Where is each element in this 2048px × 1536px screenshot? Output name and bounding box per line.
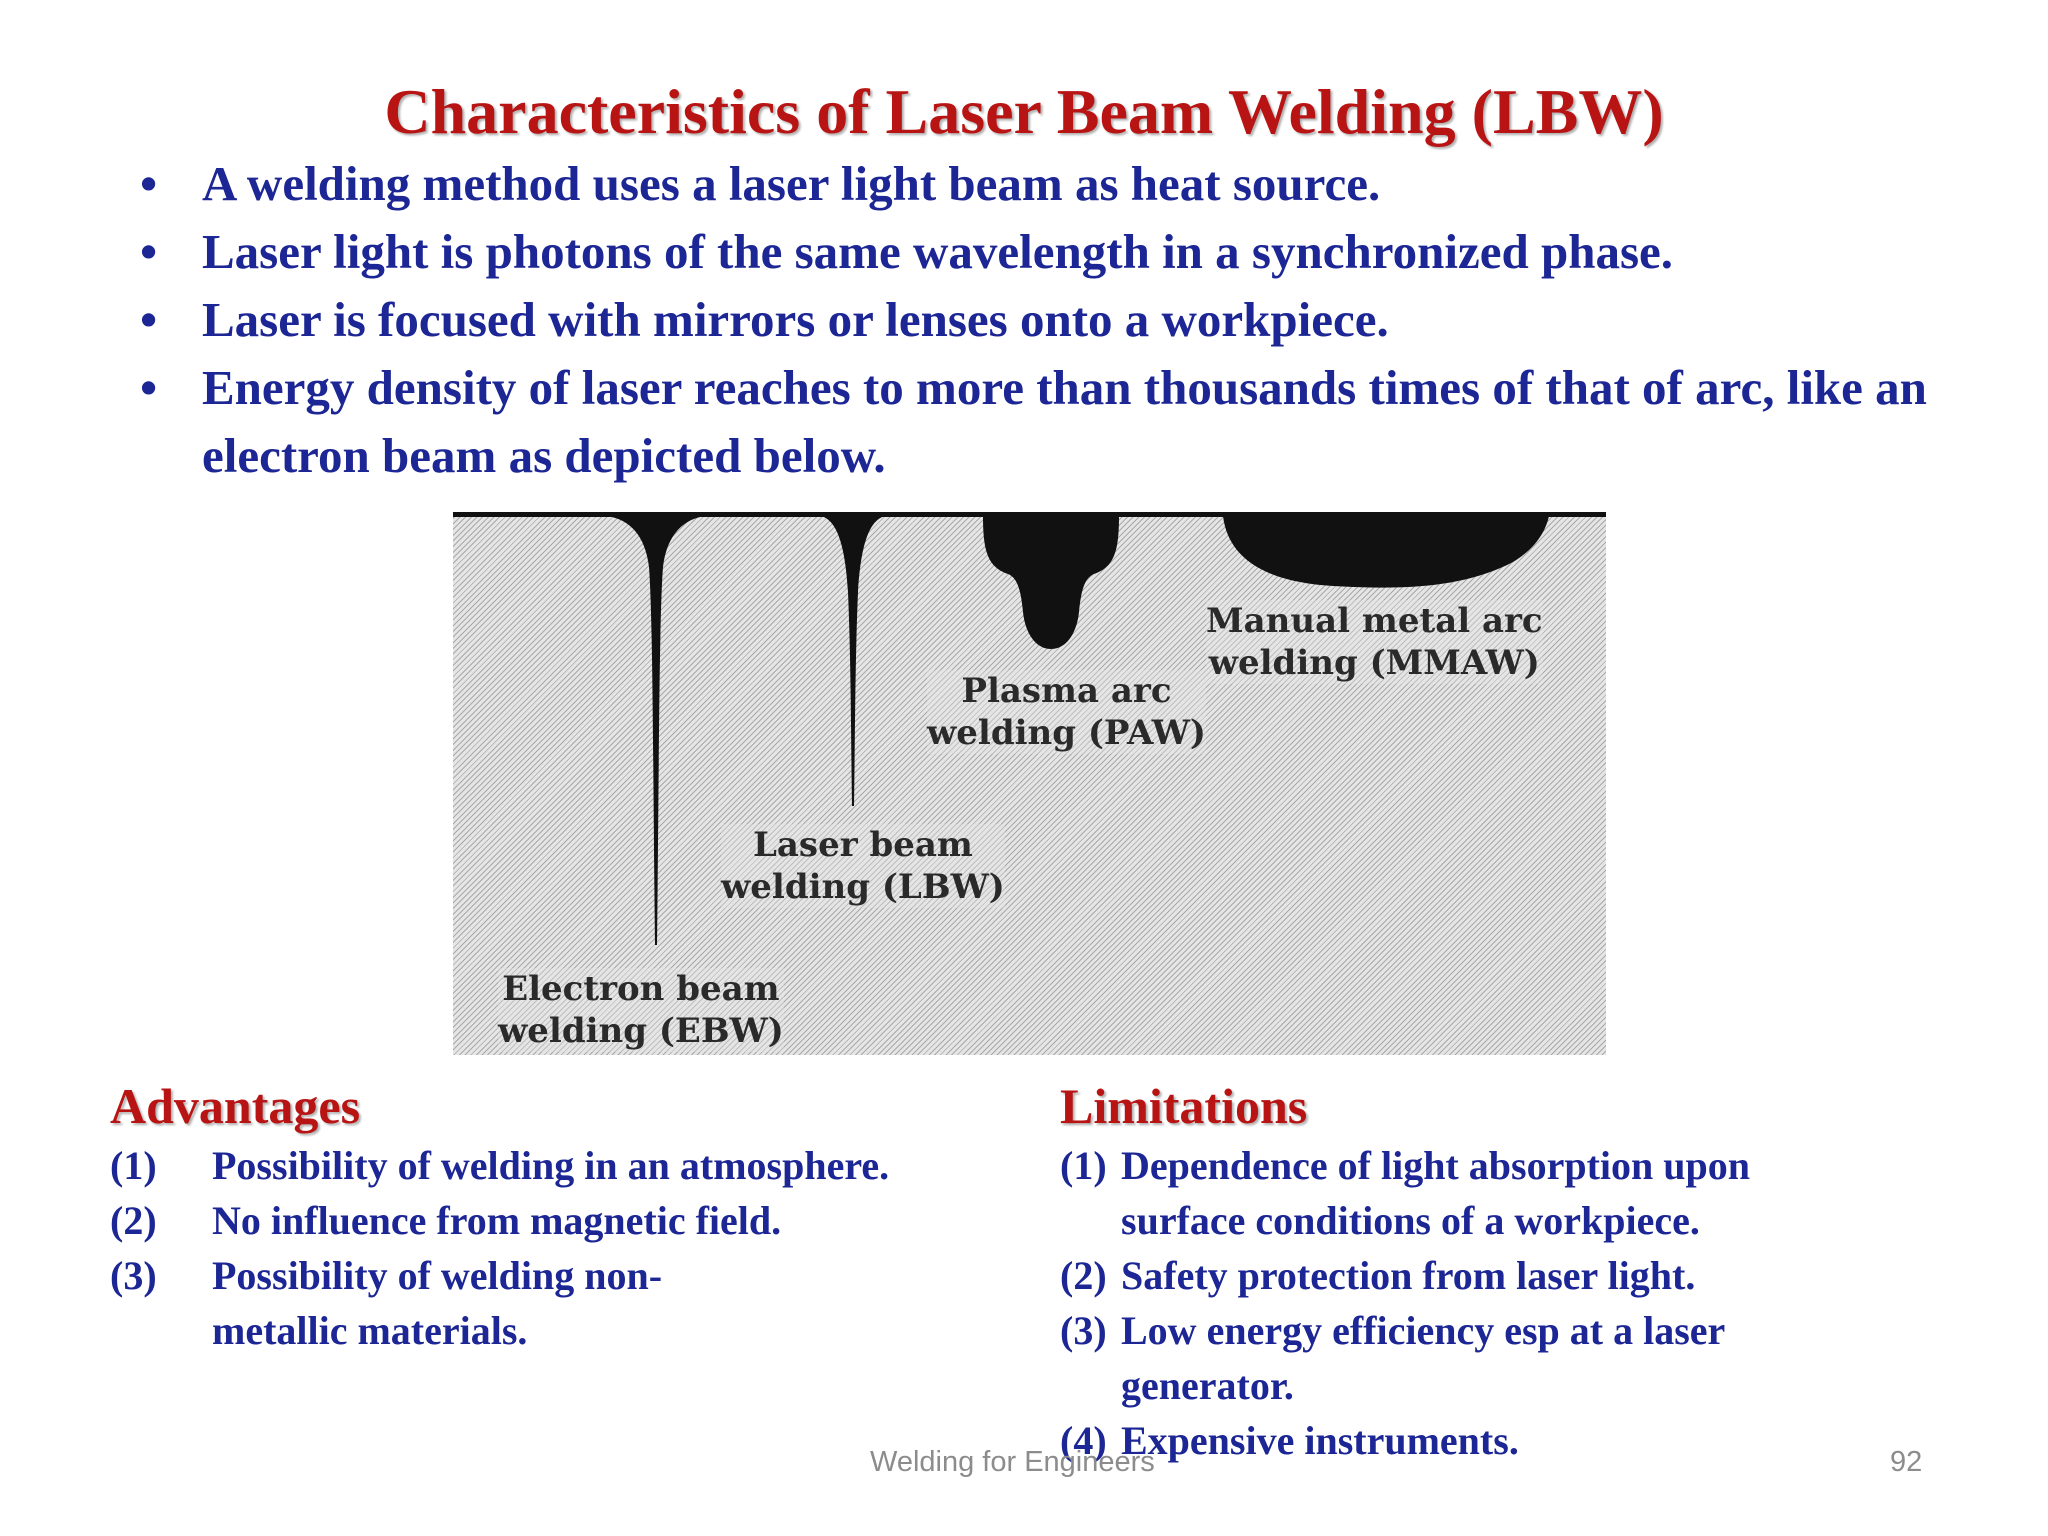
bullet-text: Laser light is photons of the same wavel…	[202, 224, 1674, 279]
mmaw-label: Manual metal arc welding (MMAW)	[1206, 600, 1543, 684]
bullet-marker: •	[140, 224, 158, 279]
advantages-list: (1) Possibility of welding in an atmosphe…	[110, 1138, 1010, 1358]
advantage-item: (3) Possibility of welding non-metallic m…	[110, 1248, 772, 1358]
ebw-label: Electron beam welding (EBW)	[498, 968, 784, 1052]
bullet-text: A welding method uses a laser light beam…	[202, 156, 1381, 211]
item-number: (2)	[1060, 1253, 1107, 1298]
lbw-weld-profile	[821, 516, 885, 806]
item-text: Expensive instruments.	[1121, 1418, 1519, 1463]
bullet-marker: •	[140, 360, 158, 415]
item-text: No influence from magnetic field.	[212, 1198, 782, 1243]
bullet-text: Energy density of laser reaches to more …	[202, 360, 1927, 483]
workpiece-surface-line	[453, 512, 1606, 517]
lbw-label: Laser beam welding (LBW)	[721, 824, 1005, 908]
limitations-heading: Limitations	[1060, 1078, 1308, 1134]
item-number: (1)	[1060, 1143, 1107, 1188]
weld-profile-shapes	[453, 512, 1606, 945]
slide-title: Characteristics of Laser Beam Welding (L…	[384, 76, 1664, 147]
advantage-item: (1) Possibility of welding in an atmosphe…	[110, 1138, 1010, 1193]
limitation-item: (3) Low energy efficiency esp at a laser …	[1060, 1303, 1861, 1413]
item-number: (4)	[1060, 1418, 1107, 1463]
bullet-item: • Energy density of laser reaches to more…	[140, 354, 2020, 490]
paw-label: Plasma arc welding (PAW)	[927, 670, 1206, 754]
bullet-item: • Laser is focused with mirrors or lenses…	[140, 286, 2020, 354]
page-number: 92	[1890, 1446, 1923, 1478]
item-number: (2)	[110, 1198, 157, 1243]
limitations-list: (1) Dependence of light absorption upon s…	[1060, 1138, 2020, 1468]
paw-weld-profile	[983, 516, 1119, 649]
bullet-text: Laser is focused with mirrors or lenses …	[202, 292, 1389, 347]
weld-penetration-figure: Electron beam welding (EBW) Laser beam w…	[453, 512, 1606, 1055]
limitation-item: (2) Safety protection from laser light.	[1060, 1248, 2020, 1303]
mmaw-weld-profile	[1223, 516, 1549, 588]
limitation-item: (4) Expensive instruments.	[1060, 1413, 2020, 1468]
item-text: Dependence of light absorption upon surf…	[1121, 1143, 1750, 1243]
item-text: Possibility of welding in an atmosphere.	[212, 1143, 890, 1188]
ebw-weld-profile	[605, 516, 707, 945]
item-text: Low energy efficiency esp at a laser gen…	[1121, 1308, 1725, 1408]
item-number: (3)	[110, 1253, 157, 1298]
bullet-marker: •	[140, 292, 158, 347]
item-number: (1)	[110, 1143, 157, 1188]
item-text: Safety protection from laser light.	[1121, 1253, 1696, 1298]
bullet-list: • A welding method uses a laser light bea…	[140, 150, 2020, 490]
item-number: (3)	[1060, 1308, 1107, 1353]
footer-course-title: Welding for Engineers	[870, 1446, 1155, 1478]
bullet-item: • A welding method uses a laser light bea…	[140, 150, 2020, 218]
advantage-item: (2) No influence from magnetic field.	[110, 1193, 1010, 1248]
bullet-marker: •	[140, 156, 158, 211]
limitation-item: (1) Dependence of light absorption upon s…	[1060, 1138, 1861, 1248]
item-text: Possibility of welding non-metallic mate…	[212, 1253, 663, 1353]
advantages-heading: Advantages	[110, 1078, 361, 1134]
bullet-item: • Laser light is photons of the same wave…	[140, 218, 2020, 286]
